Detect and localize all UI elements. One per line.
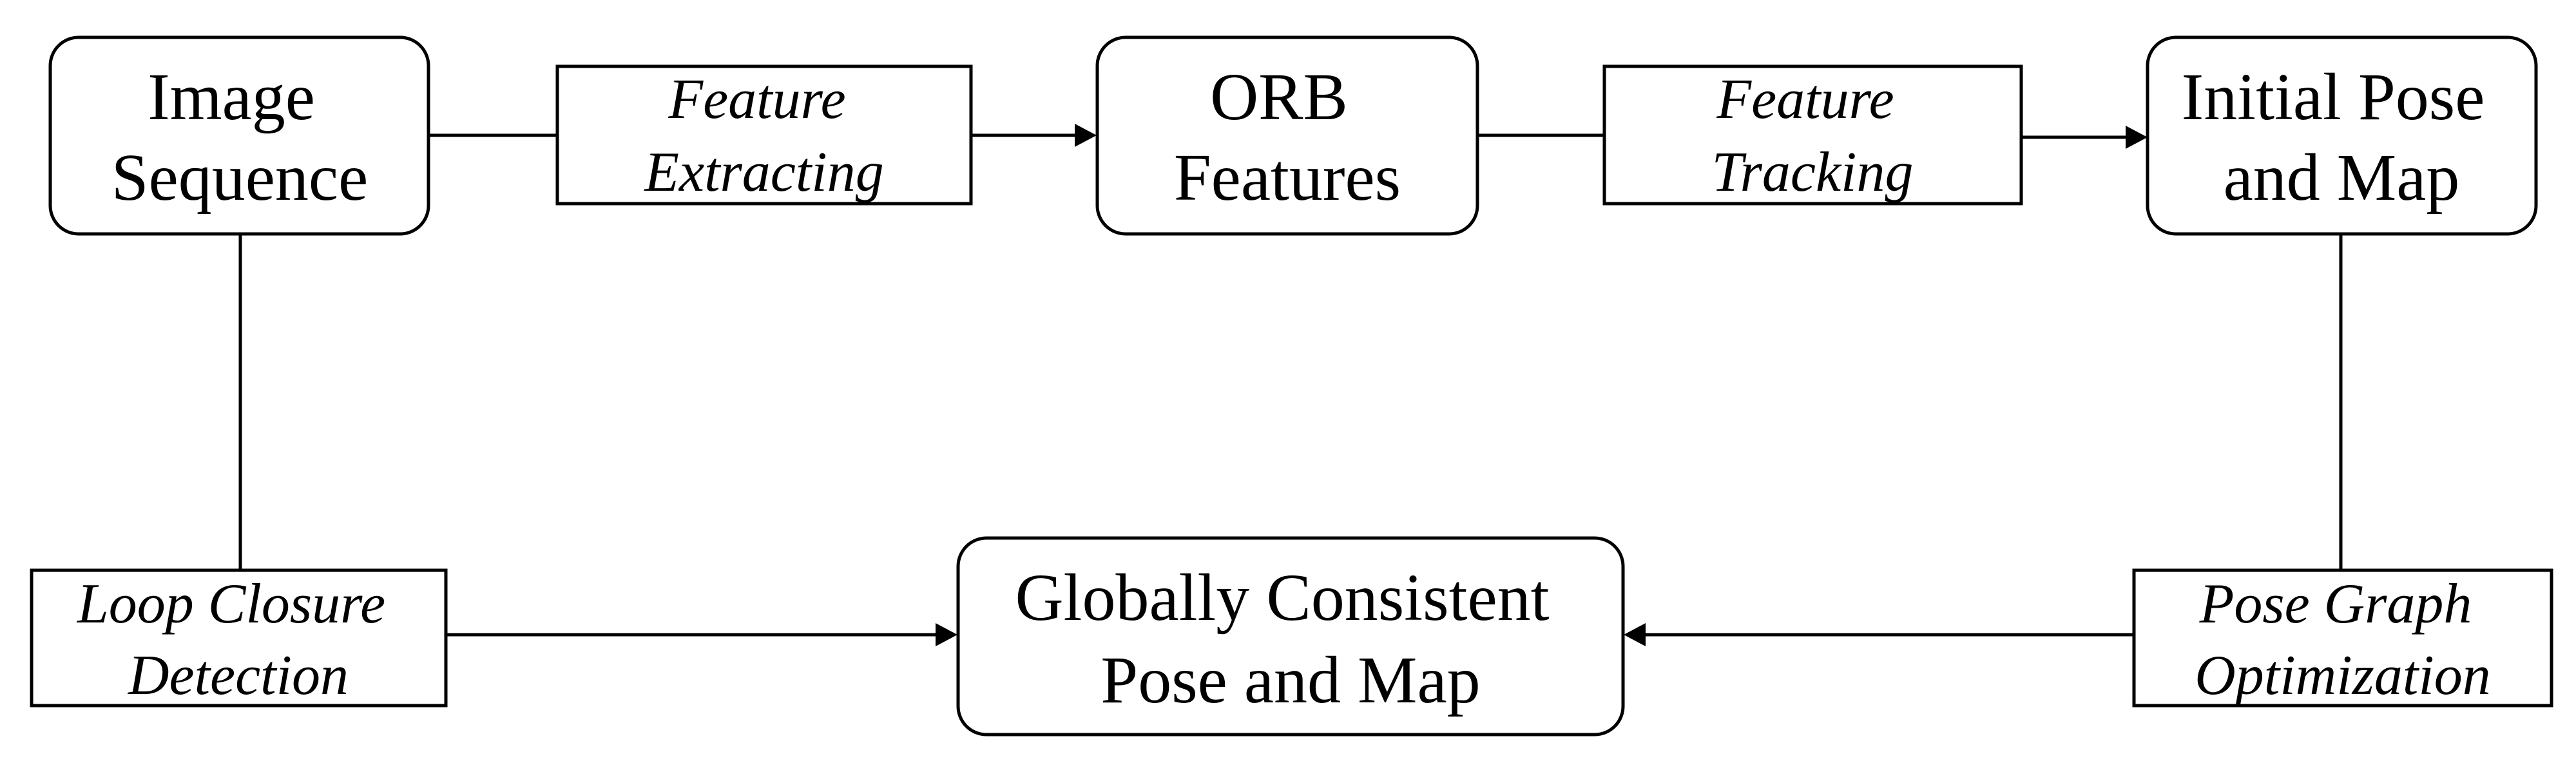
process-loop-closure-line1: Loop Closure [76, 573, 385, 635]
svg-text:Pose Graph Optimization: Pose Graph Optimization [2195, 573, 2491, 707]
svg-text:Loop Closure Detection: Loop Closure Detection [76, 573, 399, 707]
node-image-sequence-line1: Image [148, 60, 315, 134]
process-feature-extracting-line1: Feature [668, 68, 845, 131]
process-feature-tracking-line1: Feature [1716, 68, 1894, 131]
process-feature-extracting-line2: Extracting [643, 141, 883, 204]
node-orb-features-line2: Features [1174, 140, 1401, 215]
svg-text:ORB Features: ORB Features [1174, 60, 1401, 215]
node-image-sequence-line2: Sequence [111, 140, 368, 215]
svg-text:Globally Consistent Pose: Globally Consistent Pose and Map [1015, 561, 1566, 717]
process-feature-tracking-line2: Tracking [1712, 141, 1914, 204]
svg-text:Image Sequence: Image Sequence [111, 60, 368, 215]
svg-text:Feature Extracting: Feature Extracting [643, 68, 883, 204]
node-initial-pose-line2: and Map [2224, 140, 2460, 215]
node-initial-pose-and-map: Initial Pose and Map [2146, 35, 2538, 236]
node-image-sequence: Image Sequence [48, 35, 430, 236]
node-initial-pose-line1: Initial Pose [2182, 60, 2485, 134]
process-pose-graph-line2: Optimization [2195, 644, 2491, 707]
node-orb-features: ORB Features [1095, 35, 1479, 236]
process-loop-closure-line2: Detection [128, 644, 349, 707]
arrowhead-from-loopclosure [936, 623, 957, 646]
process-feature-extracting: Feature Extracting [555, 64, 973, 206]
process-pose-graph-line1: Pose Graph [2199, 573, 2472, 635]
node-global-line1: Globally Consistent [1015, 561, 1549, 635]
arrowhead-from-posegraph [1624, 623, 1646, 646]
node-globally-consistent-pose-and-map: Globally Consistent Pose and Map [956, 536, 1625, 737]
process-pose-graph-optimization: Pose Graph Optimization [2132, 568, 2553, 708]
node-orb-features-line1: ORB [1210, 60, 1348, 134]
svg-text:Initial Pose and Map: Initial Pose and Map [2182, 60, 2502, 215]
svg-text:Feature Tracking: Feature Tracking [1712, 68, 1914, 204]
connectors [238, 124, 2343, 646]
process-feature-tracking: Feature Tracking [1602, 64, 2023, 206]
process-loop-closure-detection: Loop Closure Detection [30, 568, 448, 708]
arrowhead-to-initial [2126, 126, 2148, 149]
node-global-line2: Pose and Map [1101, 643, 1480, 717]
arrowhead-to-orb [1075, 124, 1097, 147]
